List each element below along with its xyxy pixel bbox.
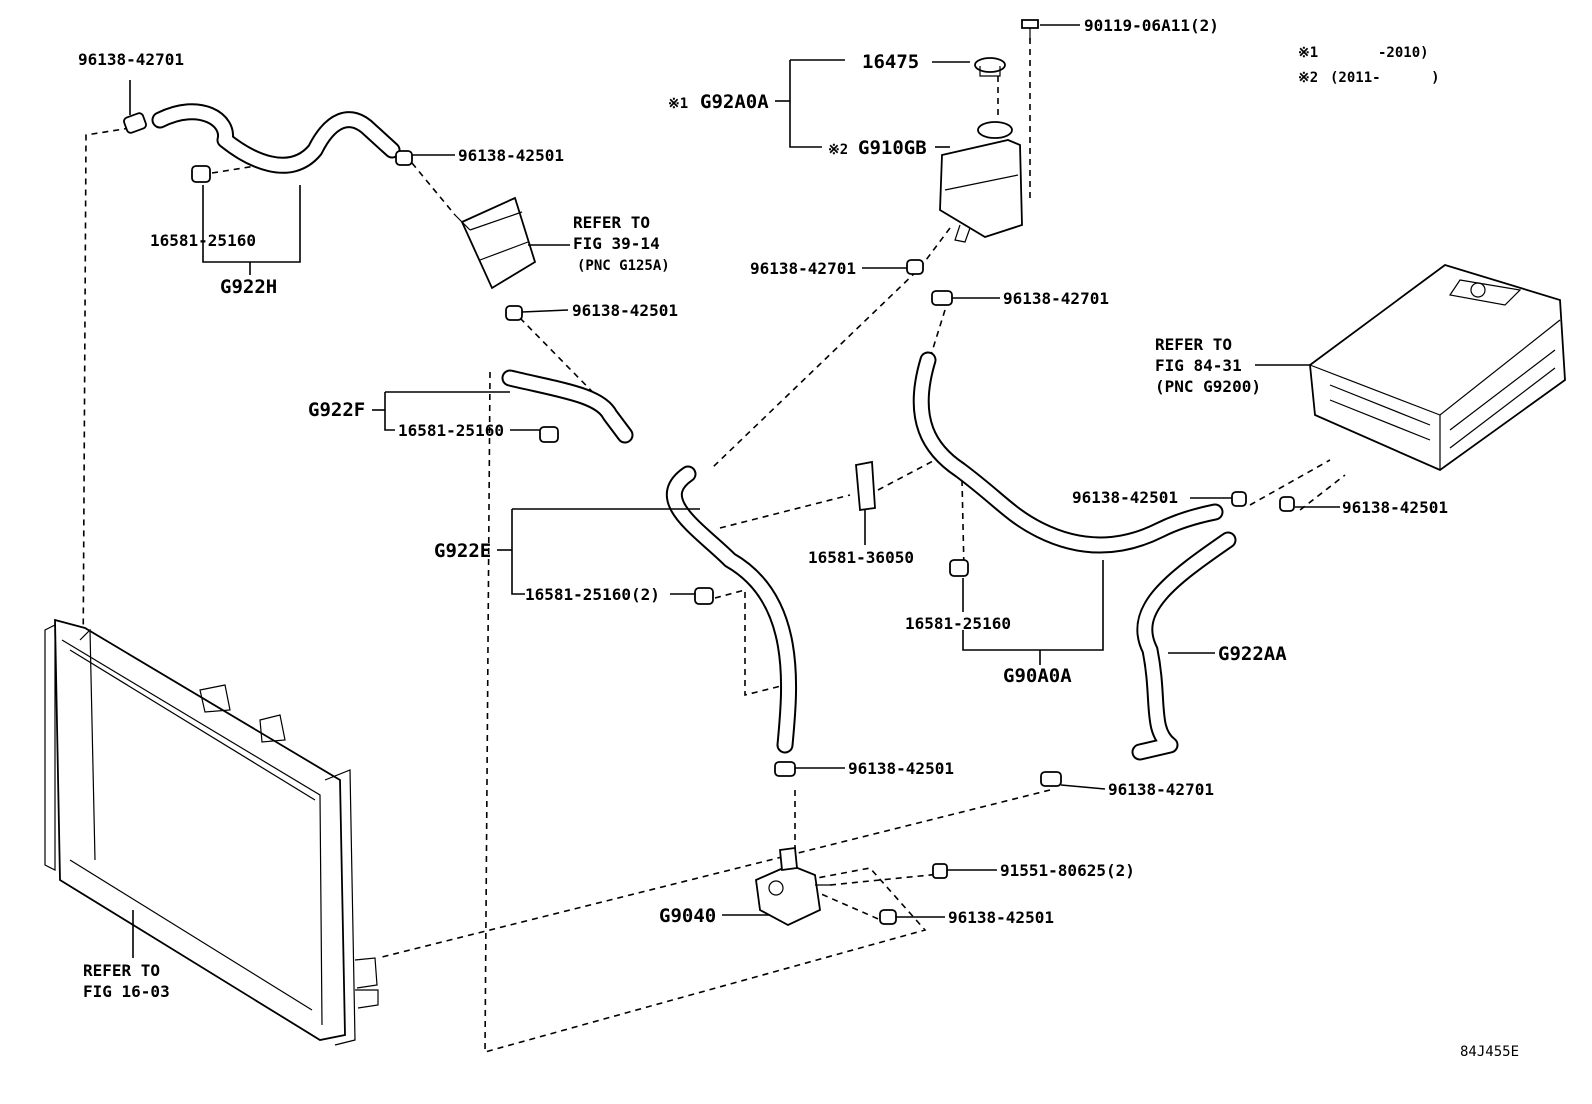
legend-mark-2: ※2 xyxy=(1298,70,1318,86)
clamp-icons xyxy=(123,112,1295,925)
part-number-label[interactable]: 16475 xyxy=(862,51,919,73)
refer-pnc-text: (PNC G9200) xyxy=(1155,377,1261,396)
part-number-label[interactable]: 96138-42701 xyxy=(1108,780,1214,799)
diagram-id: 84J455E xyxy=(1460,1044,1519,1060)
reservoir-cap xyxy=(974,57,1006,77)
refer-text: REFER TO xyxy=(83,961,160,980)
part-code-label[interactable]: G90A0A xyxy=(1003,665,1072,687)
part-number-label[interactable]: 96138-42701 xyxy=(1003,289,1109,308)
part-code-label[interactable]: G922F xyxy=(308,399,365,421)
part-code-label[interactable]: G922E xyxy=(434,540,491,562)
water-pump xyxy=(755,846,832,927)
hose-g922f-shape xyxy=(501,369,634,444)
heat-exchanger xyxy=(454,196,537,290)
hose-g922e-shape xyxy=(665,465,798,754)
part-number-label[interactable]: 96138-42501 xyxy=(1072,488,1178,507)
refer-text: REFER TO xyxy=(573,213,650,232)
connector-16581-36050 xyxy=(855,460,876,512)
part-number-label[interactable]: 16581-25160 xyxy=(398,421,504,440)
part-number-label[interactable]: 16581-36050 xyxy=(808,548,914,567)
part-number-label[interactable]: 91551-80625(2) xyxy=(1000,861,1135,880)
part-code-label[interactable]: G92A0A xyxy=(700,91,769,113)
part-number-label[interactable]: 96138-42701 xyxy=(78,50,184,69)
radiator xyxy=(44,618,379,1046)
inverter-assembly xyxy=(1309,264,1566,472)
assembly-dashed-lines xyxy=(81,38,1346,1054)
part-number-label[interactable]: 96138-42501 xyxy=(948,908,1054,927)
variant-mark: ※2 xyxy=(828,142,848,158)
refer-pnc-text: (PNC G125A) xyxy=(577,258,670,274)
refer-figure-link[interactable]: FIG 39-14 xyxy=(573,234,660,253)
reservoir-tank xyxy=(939,121,1023,243)
part-number-label[interactable]: 96138-42501 xyxy=(1342,498,1448,517)
part-code-label[interactable]: G910GB xyxy=(858,137,927,159)
part-number-label[interactable]: 96138-42501 xyxy=(572,301,678,320)
part-code-label[interactable]: G922AA xyxy=(1218,643,1287,665)
legend-mark-1: ※1 xyxy=(1298,45,1318,61)
leader-lines xyxy=(129,24,1340,958)
part-code-label[interactable]: G9040 xyxy=(659,905,716,927)
part-number-label[interactable]: 16581-25160 xyxy=(150,231,256,250)
refer-figure-link[interactable]: FIG 16-03 xyxy=(83,982,170,1001)
part-number-label[interactable]: 96138-42501 xyxy=(848,759,954,778)
hose-g922h-shape xyxy=(151,103,401,174)
refer-figure-link[interactable]: FIG 84-31 xyxy=(1155,356,1242,375)
part-number-label[interactable]: 96138-42701 xyxy=(750,259,856,278)
legend-range-2: (2011- ) xyxy=(1330,70,1440,86)
legend-range-1: -2010) xyxy=(1378,45,1429,61)
hose-g90a0a-shape xyxy=(912,351,1224,554)
part-code-label[interactable]: G922H xyxy=(220,276,277,298)
part-number-label[interactable]: 16581-25160(2) xyxy=(525,585,660,604)
variant-mark: ※1 xyxy=(668,96,688,112)
bolt-top xyxy=(1021,19,1039,40)
part-labels: ※1 -2010) ※2 (2011- ) 96138-42701 96138-… xyxy=(78,16,1519,1060)
hose-g922aa-shape xyxy=(1131,531,1237,761)
part-number-label[interactable]: 96138-42501 xyxy=(458,146,564,165)
refer-text: REFER TO xyxy=(1155,335,1232,354)
part-number-label[interactable]: 16581-25160 xyxy=(905,614,1011,633)
part-number-label[interactable]: 90119-06A11(2) xyxy=(1084,16,1219,35)
